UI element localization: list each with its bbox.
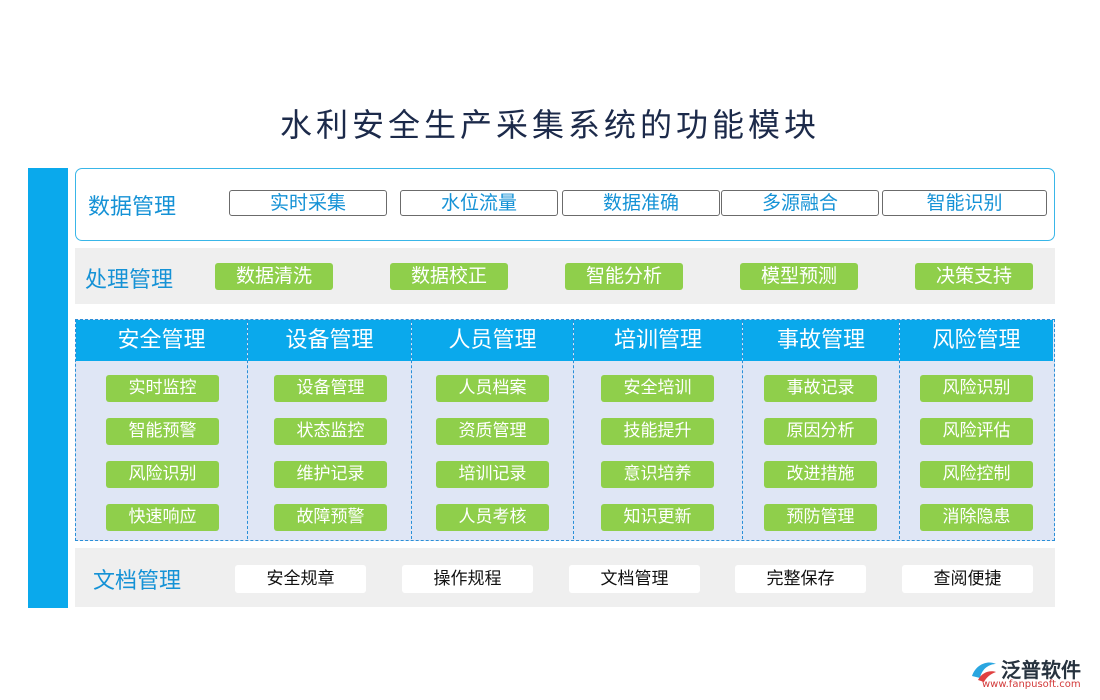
module-item: 事故记录 [764,375,877,402]
module-item: 安全培训 [601,375,714,402]
module-item: 资质管理 [436,418,549,445]
process-management-row: 处理管理 数据清洗 数据校正 智能分析 模型预测 决策支持 [75,248,1055,304]
module-training: 培训管理 安全培训 技能提升 意识培养 知识更新 [574,320,743,539]
module-item: 人员档案 [436,375,549,402]
module-personnel: 人员管理 人员档案 资质管理 培训记录 人员考核 [412,320,574,539]
module-title: 事故管理 [743,320,899,361]
process-management-label: 处理管理 [85,268,174,293]
module-item: 培训记录 [436,461,549,488]
brand-name: 泛普软件 [1001,658,1081,682]
module-item: 预防管理 [764,504,877,531]
brand-logo: 泛普软件 www.fanpusoft.com [968,654,1092,694]
left-accent-bar [28,168,68,608]
process-item-correction: 数据校正 [390,263,508,290]
data-item-water-flow: 水位流量 [400,190,558,216]
module-risk: 风险管理 风险识别 风险评估 风险控制 消除隐患 [900,320,1053,539]
module-item: 知识更新 [601,504,714,531]
module-item: 状态监控 [274,418,387,445]
data-item-realtime: 实时采集 [229,190,387,216]
document-management-label: 文档管理 [93,569,182,594]
module-item: 设备管理 [274,375,387,402]
module-item: 改进措施 [764,461,877,488]
data-management-label: 数据管理 [88,195,177,220]
module-item: 人员考核 [436,504,549,531]
process-item-prediction: 模型预测 [740,263,858,290]
process-item-cleaning: 数据清洗 [215,263,333,290]
module-item: 风险评估 [920,418,1033,445]
doc-item-procedures: 操作规程 [402,565,533,593]
module-item: 风险控制 [920,461,1033,488]
module-item: 风险识别 [920,375,1033,402]
module-item: 实时监控 [106,375,219,402]
module-title: 人员管理 [412,320,573,361]
module-equipment: 设备管理 设备管理 状态监控 维护记录 故障预警 [248,320,412,539]
data-item-accuracy: 数据准确 [562,190,720,216]
brand-url: www.fanpusoft.com [982,679,1081,690]
module-accident: 事故管理 事故记录 原因分析 改进措施 预防管理 [743,320,900,539]
module-item: 消除隐患 [920,504,1033,531]
module-item: 风险识别 [106,461,219,488]
doc-item-preservation: 完整保存 [735,565,866,593]
doc-item-doc-management: 文档管理 [569,565,700,593]
module-item: 故障预警 [274,504,387,531]
fanpu-logo-icon [972,662,996,682]
module-title: 风险管理 [900,320,1053,361]
process-item-analysis: 智能分析 [565,263,683,290]
process-item-decision: 决策支持 [915,263,1033,290]
module-item: 快速响应 [106,504,219,531]
module-item: 维护记录 [274,461,387,488]
module-item: 智能预警 [106,418,219,445]
module-title: 设备管理 [248,320,411,361]
management-modules-panel: 安全管理 实时监控 智能预警 风险识别 快速响应 设备管理 设备管理 状态监控 … [75,319,1055,541]
data-management-row: 数据管理 实时采集 水位流量 数据准确 多源融合 智能识别 [75,168,1055,241]
module-safety: 安全管理 实时监控 智能预警 风险识别 快速响应 [76,320,248,539]
document-management-row: 文档管理 安全规章 操作规程 文档管理 完整保存 查阅便捷 [75,548,1055,607]
module-item: 技能提升 [601,418,714,445]
module-item: 意识培养 [601,461,714,488]
module-title: 安全管理 [76,320,247,361]
doc-item-regulations: 安全规章 [235,565,366,593]
data-item-fusion: 多源融合 [721,190,879,216]
module-title: 培训管理 [574,320,742,361]
module-item: 原因分析 [764,418,877,445]
data-item-recognition: 智能识别 [882,190,1047,216]
page-title: 水利安全生产采集系统的功能模块 [279,106,820,144]
doc-item-lookup: 查阅便捷 [902,565,1033,593]
